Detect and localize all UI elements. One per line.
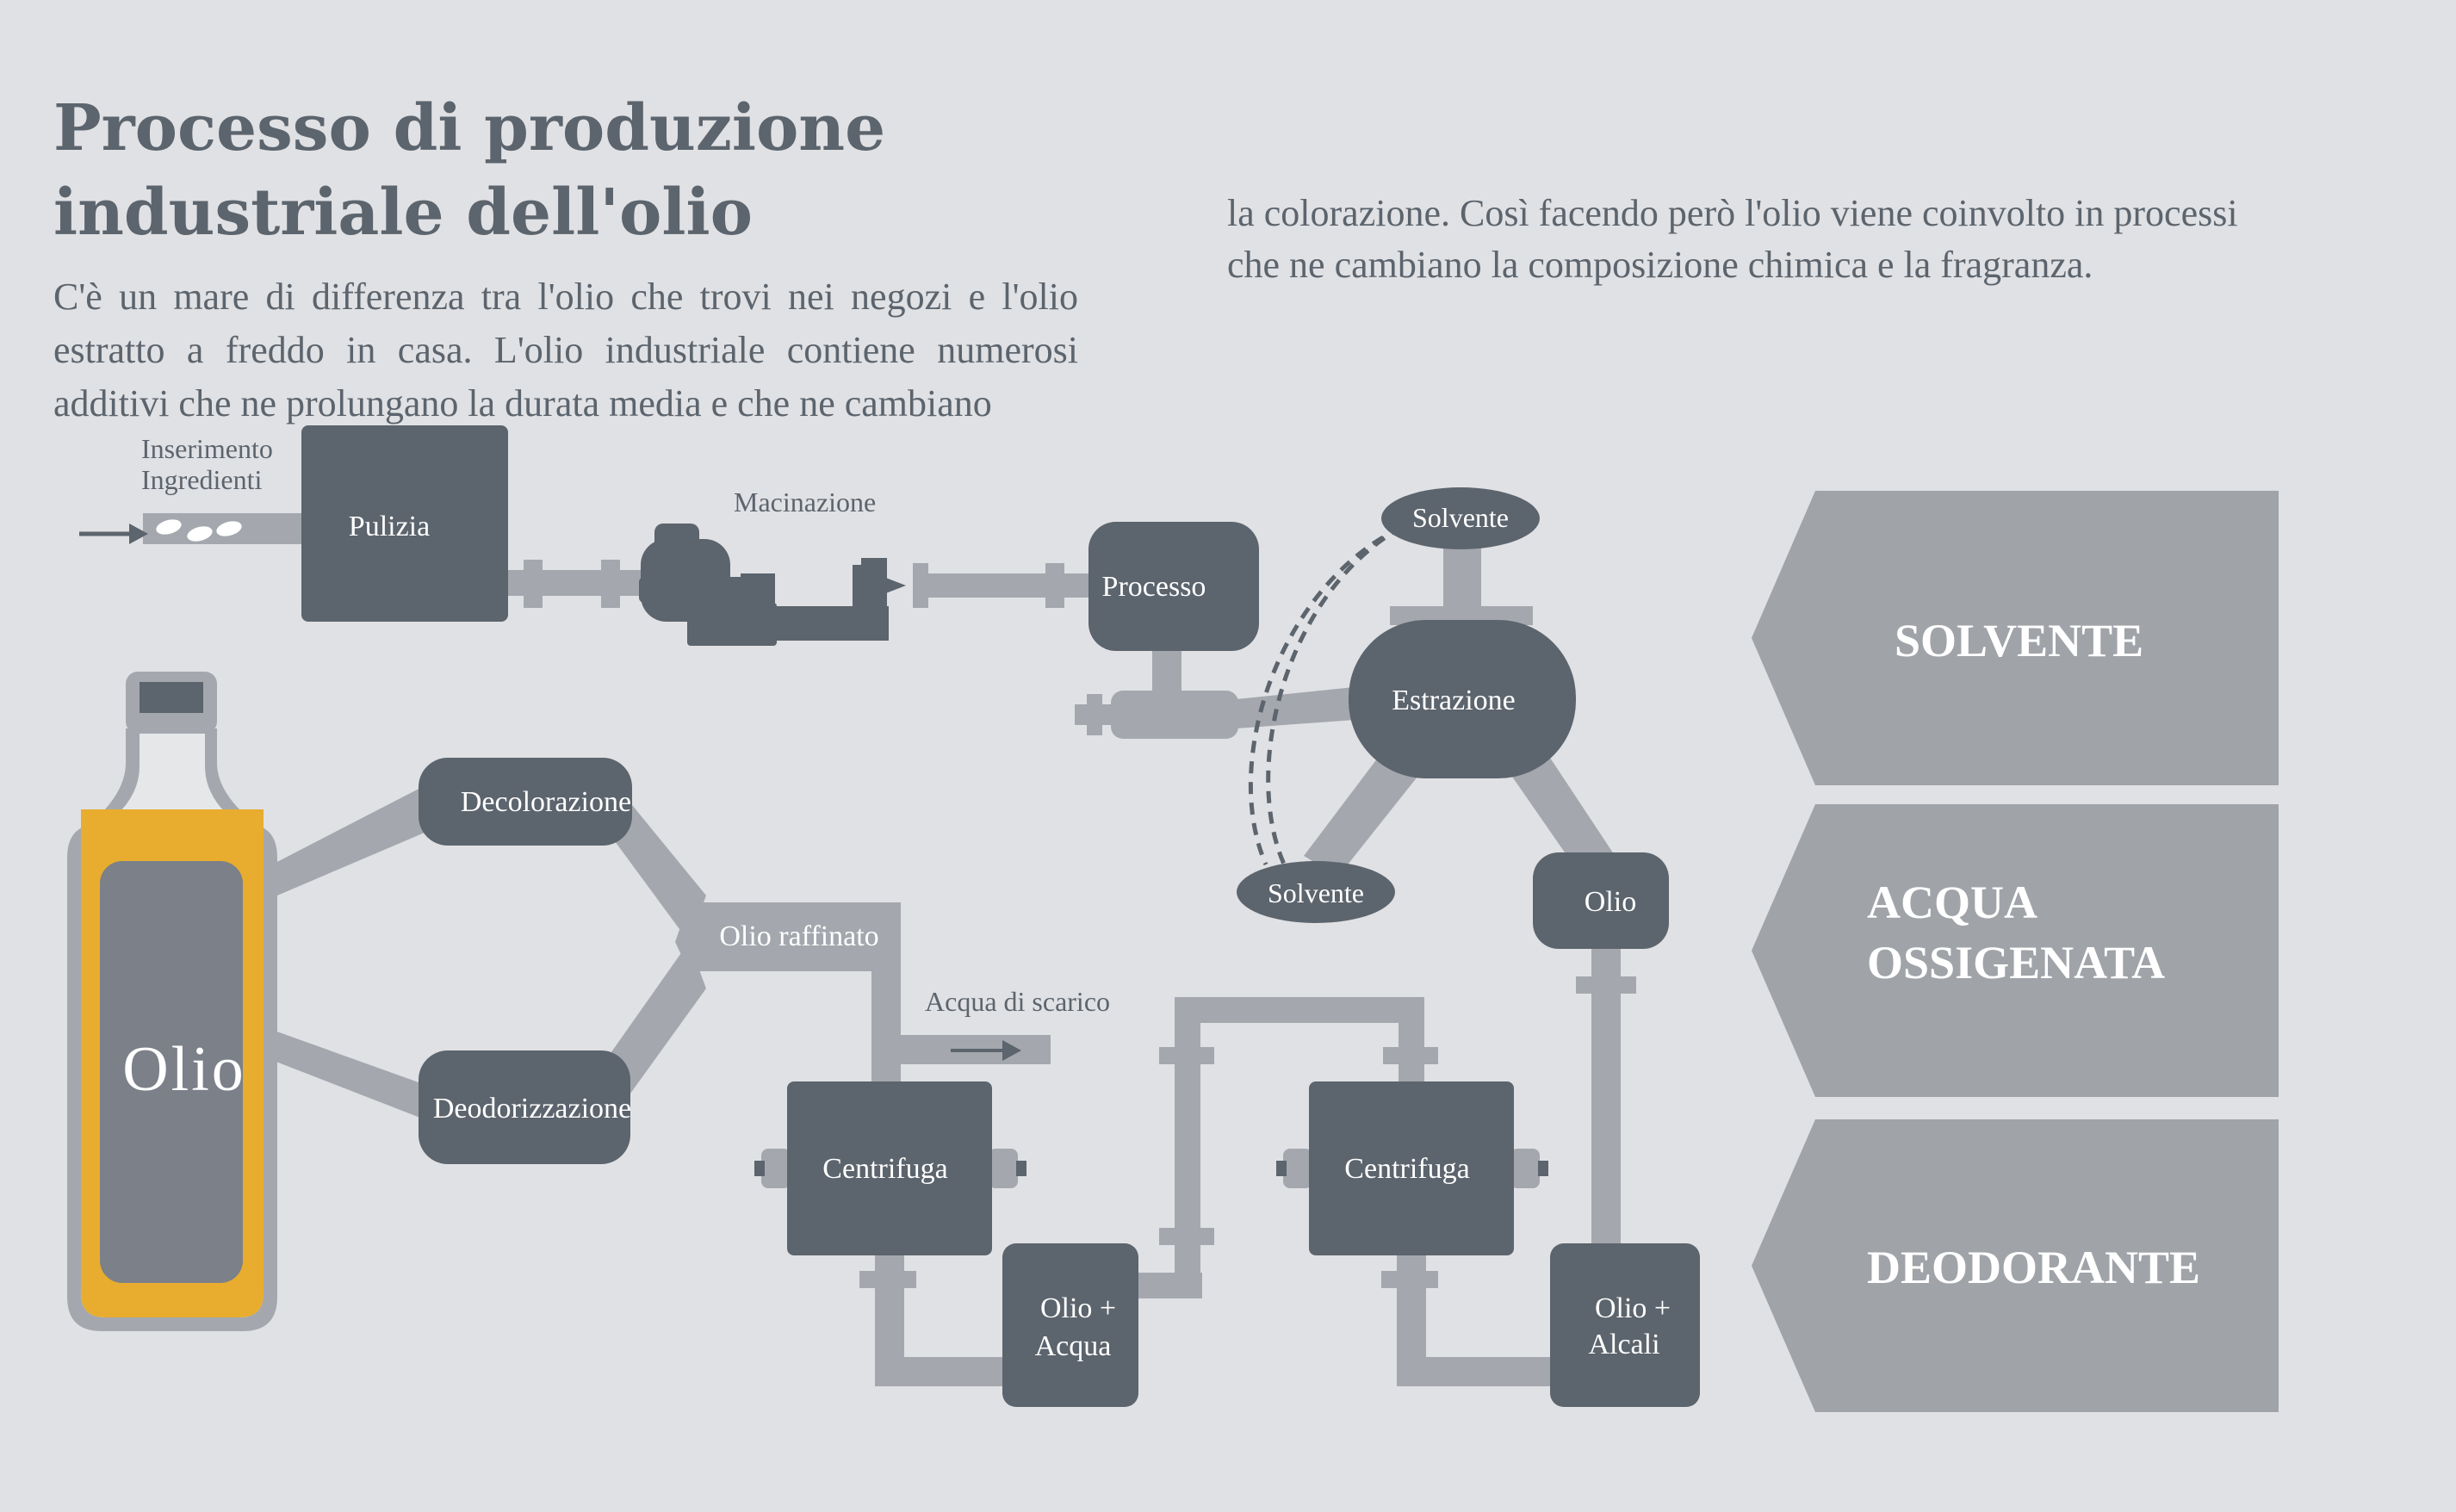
panel-acqua-ossigenata xyxy=(1752,804,2279,1097)
label-olio-acqua-2: Acqua xyxy=(1035,1330,1112,1362)
outside-labels: Inserimento Ingredienti Macinazione Acqu… xyxy=(141,433,1110,1017)
pipe-caps xyxy=(754,1161,1548,1176)
label-processo: Processo xyxy=(1102,571,1206,603)
label-acqua-scarico: Acqua di scarico xyxy=(925,986,1110,1017)
processo-box xyxy=(1088,522,1259,651)
centrifuga-1-box xyxy=(787,1081,992,1255)
solvente-bottom-node xyxy=(1237,861,1395,923)
intro-text-left: C'è un mare di differenza tra l'olio che… xyxy=(53,276,1078,424)
estrazione-tank xyxy=(1349,620,1576,778)
page-title: Processo di produzione industriale dell'… xyxy=(53,86,885,255)
pulizia-box xyxy=(301,425,508,622)
title-line-1: Processo di produzione xyxy=(53,91,886,165)
label-olio-raffinato: Olio raffinato xyxy=(719,920,878,952)
decolorazione-box xyxy=(419,758,632,846)
label-olio-alcali-1: Olio + xyxy=(1595,1292,1671,1324)
olio-alcali-box xyxy=(1550,1243,1700,1407)
panel-deodorante xyxy=(1752,1119,2279,1412)
node-labels: Pulizia Processo Solvente Estrazione Sol… xyxy=(122,502,1671,1362)
label-inserimento-2: Ingredienti xyxy=(141,464,263,495)
panel-labels: SOLVENTE ACQUA OSSIGENATA DEODORANTE xyxy=(1867,615,2200,1293)
olio-small-box xyxy=(1533,852,1669,949)
label-estrazione: Estrazione xyxy=(1392,685,1516,716)
panel-acqua-label-1: ACQUA xyxy=(1867,877,2037,928)
oil-bottle xyxy=(67,672,277,1331)
label-centrifuga-1: Centrifuga xyxy=(822,1153,947,1185)
label-bottle-olio: Olio xyxy=(122,1034,246,1105)
pipes xyxy=(143,513,1636,1386)
label-olio-small: Olio xyxy=(1585,886,1636,918)
label-macinazione: Macinazione xyxy=(734,486,876,517)
label-olio-alcali-2: Alcali xyxy=(1588,1329,1659,1360)
seeds-icon xyxy=(156,519,242,542)
olio-acqua-box xyxy=(1002,1243,1138,1407)
label-olio-acqua-1: Olio + xyxy=(1040,1292,1116,1324)
input-arrow-icon xyxy=(79,524,148,544)
label-decolorazione: Decolorazione xyxy=(461,786,631,818)
panel-solvente xyxy=(1752,491,2279,785)
centrifuga-2-box xyxy=(1309,1081,1514,1255)
label-deodorizzazione: Deodorizzazione xyxy=(433,1093,631,1125)
label-solvente-bottom: Solvente xyxy=(1268,877,1364,908)
label-pulizia: Pulizia xyxy=(349,511,430,542)
deodorizzazione-box xyxy=(419,1050,630,1164)
panel-deodorante-label: DEODORANTE xyxy=(1867,1242,2200,1293)
intro-text-right: la colorazione. Così facendo però l'olio… xyxy=(1227,192,2238,286)
title-line-2: industriale dell'olio xyxy=(53,176,753,250)
solvente-top-node xyxy=(1381,487,1540,549)
grinder-machine xyxy=(639,524,889,646)
side-panels xyxy=(1752,491,2279,1412)
drain-arrow-icon xyxy=(951,1040,1021,1061)
solvent-return-line-2 xyxy=(1248,535,1385,866)
panel-solvente-label: SOLVENTE xyxy=(1895,615,2143,666)
label-centrifuga-2: Centrifuga xyxy=(1344,1153,1469,1185)
panel-acqua-label-2: OSSIGENATA xyxy=(1867,937,2165,988)
arrow-right-icon xyxy=(884,577,906,594)
label-solvente-top: Solvente xyxy=(1412,502,1509,533)
label-inserimento-1: Inserimento xyxy=(141,433,273,464)
